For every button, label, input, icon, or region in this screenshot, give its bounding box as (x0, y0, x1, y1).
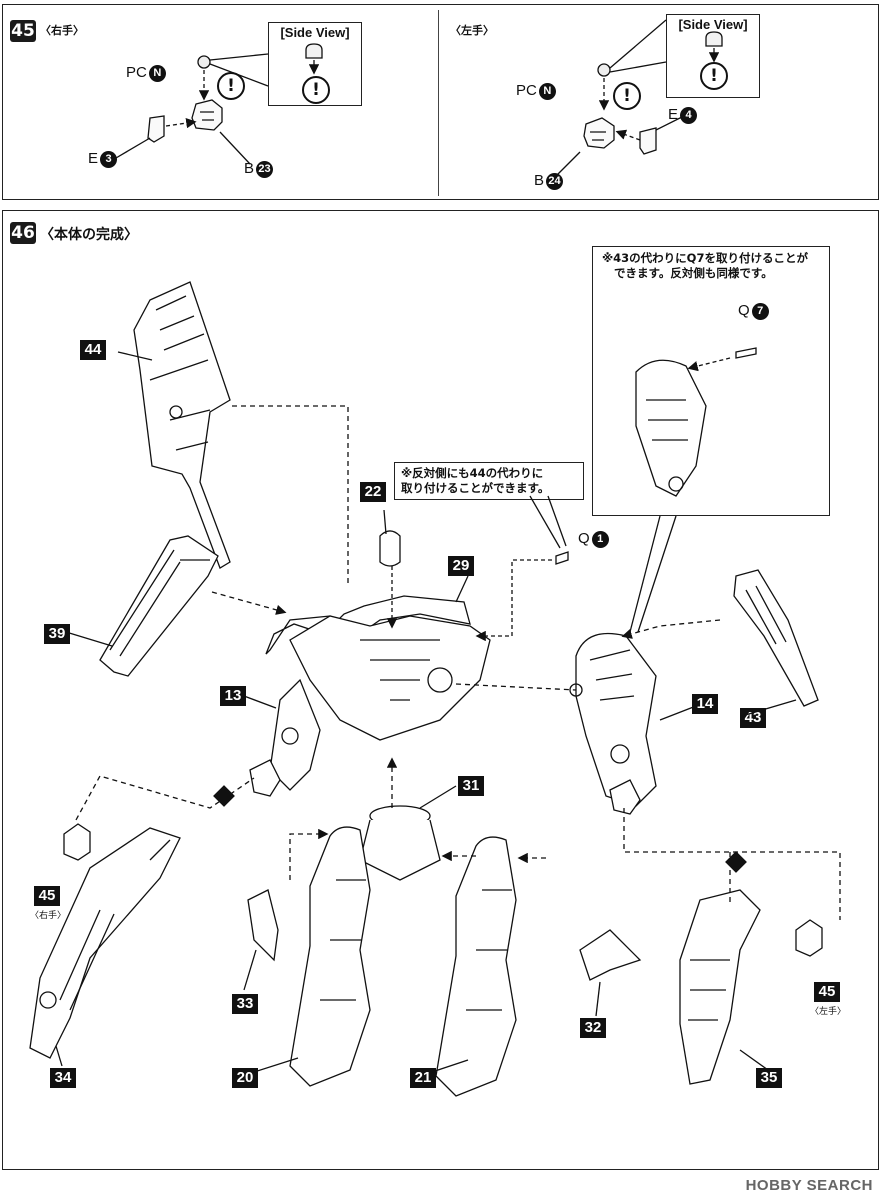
part-31-drawing (359, 785, 457, 881)
pc-num-badge: N (148, 64, 166, 82)
part-number-32: 32 (580, 1018, 606, 1038)
pc-text: PC (126, 64, 147, 81)
note-line: できます。反対側も同様です。 (614, 266, 773, 280)
part-number-45-left: 45 (814, 982, 840, 1002)
step-46-badge: 46 (10, 222, 36, 244)
part-number-29: 29 (448, 556, 474, 576)
part-35-drawing (679, 889, 769, 1085)
part-39-drawing (65, 535, 219, 677)
step-45-right-title: 〈左手〉 (450, 24, 494, 37)
part-number-44: 44 (80, 340, 106, 360)
part-43-drawing (733, 569, 819, 717)
part-number-39: 39 (44, 624, 70, 644)
q-text: Q (738, 302, 750, 319)
hand-label-right: 〈右手〉 (30, 911, 67, 921)
b-text: B (244, 160, 255, 177)
part-number-22: 22 (360, 482, 386, 502)
note-line: ※反対側にも44の代わりに (401, 466, 544, 480)
note-center: ※反対側にも44の代わりに 取り付けることができます。 (394, 462, 584, 500)
part-14-drawing (569, 632, 697, 815)
e-text: E (668, 106, 679, 123)
hand-45-right-drawing (63, 823, 91, 861)
e-num-badge: 4 (680, 106, 698, 124)
leg-20-drawing (253, 826, 371, 1087)
part-number-35: 35 (756, 1068, 782, 1088)
step-45-badge: 45 (10, 20, 36, 42)
e-text: E (88, 150, 99, 167)
caution-icon: ! (217, 72, 245, 100)
side-view-title: [Side View] (678, 17, 748, 32)
part-number-20: 20 (232, 1068, 258, 1088)
part-number-34: 34 (50, 1068, 76, 1088)
note-top-right-frame (592, 246, 830, 516)
q7-closeup-drawing (635, 347, 757, 497)
step-45-left-title: 〈右手〉 (40, 24, 84, 37)
part-number-43: 43 (740, 708, 766, 728)
hand-assembly-left-drawing (555, 19, 723, 177)
b-text: B (534, 172, 545, 189)
caution-icon: ! (700, 62, 728, 90)
q7-num-badge: 7 (751, 302, 769, 320)
e-num-badge: 3 (100, 150, 118, 168)
part-number-31: 31 (458, 776, 484, 796)
q1-pin-drawing (475, 495, 569, 642)
step-45-divider (438, 10, 439, 196)
part-number-14: 14 (692, 694, 718, 714)
q-text: Q (578, 530, 590, 547)
part-44-drawing (117, 281, 231, 569)
b-num-badge: 23 (256, 160, 274, 178)
part-number-33: 33 (232, 994, 258, 1014)
hand-label-left: 〈左手〉 (810, 1007, 847, 1017)
q1-num-badge: 1 (591, 530, 609, 548)
part-number-45-right: 45 (34, 886, 60, 906)
hand-45-left-drawing (795, 919, 823, 957)
part-33-drawing (243, 889, 279, 991)
step-46-title: 〈本体の完成〉 (40, 227, 138, 243)
part-number-21: 21 (410, 1068, 436, 1088)
caution-icon: ! (302, 76, 330, 104)
torso-drawing (243, 575, 491, 797)
watermark: HOBBY SEARCH (745, 1177, 873, 1194)
pc-num-badge: N (538, 82, 556, 100)
leg-21-drawing (431, 836, 517, 1097)
caution-icon: ! (613, 82, 641, 110)
note-top-right: ※43の代わりにQ7を取り付けることが できます。反対側も同様です。 (596, 248, 830, 284)
pc-text: PC (516, 82, 537, 99)
note-line: 取り付けることができます。 (401, 481, 550, 495)
side-view-title: [Side View] (280, 25, 350, 40)
part-22-drawing (379, 509, 401, 629)
b-num-badge: 24 (546, 172, 564, 190)
part-34-drawing (29, 827, 181, 1067)
hand-assembly-right-drawing (115, 43, 323, 165)
part-32-drawing (579, 929, 642, 1017)
note-line: ※43の代わりにQ7を取り付けることが (602, 251, 808, 265)
part-number-13: 13 (220, 686, 246, 706)
